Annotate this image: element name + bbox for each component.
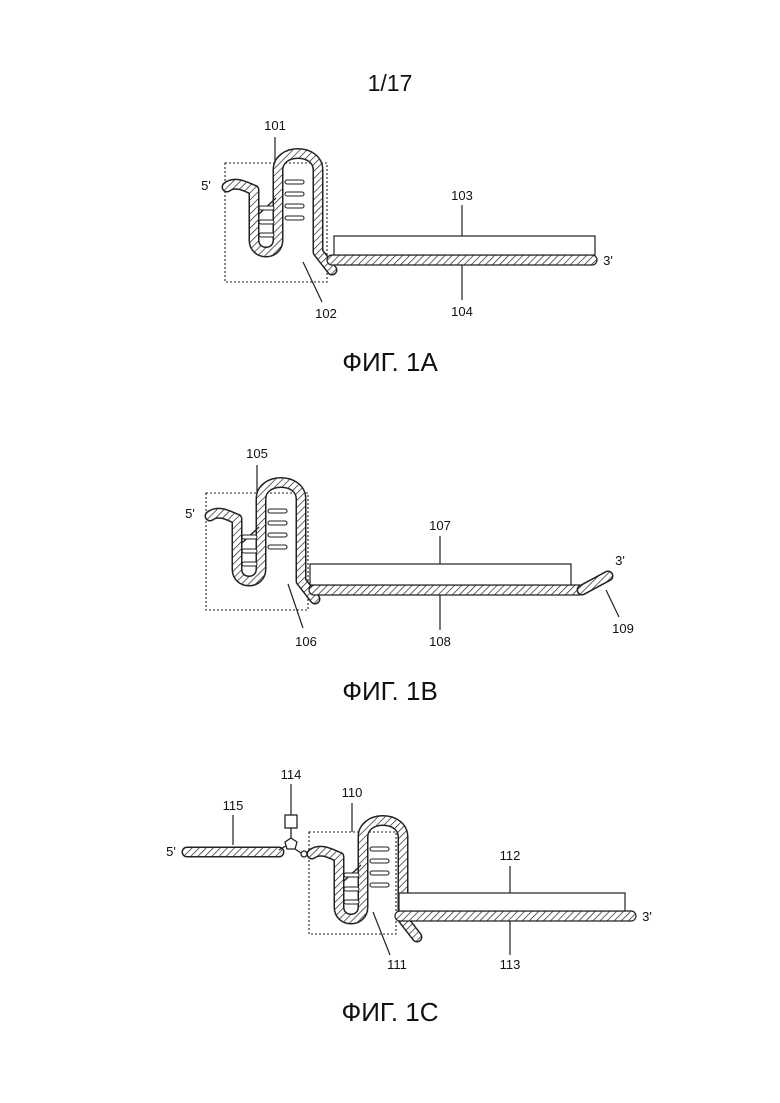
label-101: 101 xyxy=(264,118,286,133)
figure-caption-1b: ФИГ. 1B xyxy=(0,676,780,707)
label-3prime-1c: 3' xyxy=(642,909,652,924)
bar-1a xyxy=(334,236,595,255)
stem-loop-1b xyxy=(210,483,315,600)
strand-1c xyxy=(395,911,636,921)
figure-1c: 115 114 110 5' 112 3' 113 111 xyxy=(166,767,652,972)
label-106: 106 xyxy=(295,634,317,649)
label-3prime-1b: 3' xyxy=(615,553,625,568)
label-112: 112 xyxy=(500,848,521,863)
figure-1a: 101 5' 103 3' 104 102 xyxy=(201,118,613,321)
label-104: 104 xyxy=(451,304,473,319)
bar-1c xyxy=(399,893,625,911)
label-5prime-1a: 5' xyxy=(201,178,211,193)
stem-loop-1a xyxy=(227,154,332,271)
label-109: 109 xyxy=(612,621,634,636)
label-115: 115 xyxy=(223,798,244,813)
square-icon xyxy=(285,815,297,828)
strand-1b xyxy=(309,585,584,595)
label-107: 107 xyxy=(429,518,451,533)
tail-109 xyxy=(582,576,608,590)
label-103: 103 xyxy=(451,188,473,203)
figure-caption-1c: ФИГ. 1C xyxy=(0,997,780,1028)
label-5prime-1b: 5' xyxy=(185,506,195,521)
label-3prime-1a: 3' xyxy=(603,253,613,268)
circle-icon xyxy=(301,851,307,857)
label-114: 114 xyxy=(281,767,302,782)
figure-caption-1a: ФИГ. 1A xyxy=(0,347,780,378)
pentagon-icon xyxy=(285,838,297,849)
label-5prime-1c: 5' xyxy=(166,844,176,859)
label-111: 111 xyxy=(387,957,407,972)
bar-1b xyxy=(310,564,571,585)
label-110: 110 xyxy=(342,785,363,800)
label-105: 105 xyxy=(246,446,268,461)
strand-1a xyxy=(327,255,597,265)
figure-1b: 105 5' 107 3' 108 106 109 xyxy=(185,446,634,649)
label-108: 108 xyxy=(429,634,451,649)
label-102: 102 xyxy=(315,306,337,321)
label-113: 113 xyxy=(500,957,521,972)
